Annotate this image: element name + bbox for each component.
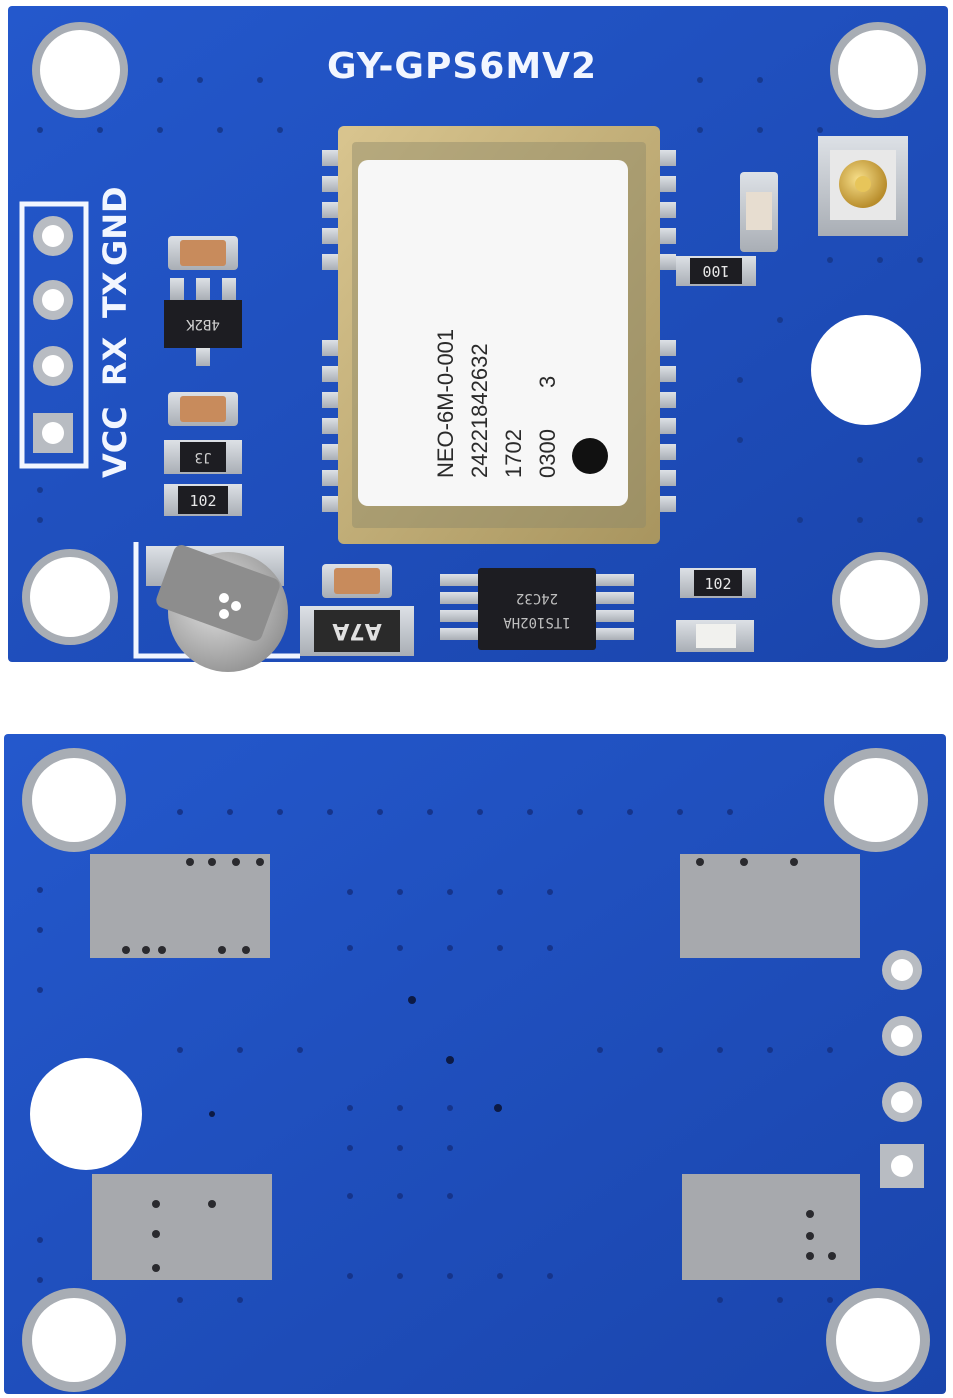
mounting-holes-back — [22, 748, 930, 1392]
large-cutout-hole-back — [30, 1058, 142, 1170]
transistor: J3 — [164, 440, 242, 474]
pin-label-tx: TX — [96, 271, 134, 318]
capacitor-mid-left — [168, 392, 238, 426]
coin-battery-icon — [133, 542, 300, 672]
back-vias — [37, 809, 833, 1303]
module-label-line4-suffix: 3 — [535, 376, 560, 388]
pin-label-gnd: GND — [96, 186, 134, 266]
pad-vias — [122, 858, 836, 1272]
module-label-line1: NEO-6M-0-001 — [433, 329, 458, 478]
pin-labels: VCC RX TX GND — [96, 186, 134, 478]
module-label-text: NEO-6M-0-001 24221842632 1702 0300 3 — [433, 329, 560, 478]
resistor-100: 100 — [676, 256, 756, 286]
mounting-holes-front — [22, 22, 928, 648]
led — [676, 620, 754, 652]
diode: A7A — [300, 606, 414, 656]
resistor-right-marking: 102 — [704, 575, 731, 593]
module-label-line2: 24221842632 — [467, 343, 492, 478]
pin-label-vcc: VCC — [96, 406, 134, 478]
module-label-line3: 1702 — [501, 429, 526, 478]
board-title: GY-GPS6MV2 — [327, 46, 597, 87]
resistor-left-marking: 102 — [189, 492, 216, 510]
pin-label-rx: RX — [96, 336, 134, 386]
capacitor-bottom — [322, 564, 392, 598]
resistor-102-left: 102 — [164, 484, 242, 516]
pcb-back — [4, 734, 946, 1394]
pin-header — [19, 201, 89, 469]
resistor-top-marking: 100 — [702, 262, 729, 280]
capacitor-top-left — [168, 236, 238, 270]
capacitor-vertical — [740, 172, 778, 252]
module-label-line4: 0300 — [535, 429, 560, 478]
voltage-regulator: 4B2K — [164, 278, 242, 366]
pin1-dot-icon — [572, 438, 608, 474]
front-vias — [37, 77, 923, 523]
pin-header-back — [880, 950, 924, 1188]
large-cutout-hole — [811, 315, 921, 425]
transistor-marking: J3 — [195, 449, 212, 465]
ground-pads — [90, 854, 860, 1280]
eeprom-marking-1: 1TS102HA — [503, 614, 571, 630]
pcb-back-substrate — [4, 734, 946, 1394]
diode-marking: A7A — [332, 618, 381, 643]
eeprom-marking-2: 24C32 — [516, 590, 558, 606]
regulator-marking: 4B2K — [186, 316, 220, 332]
ufl-connector-icon — [818, 136, 908, 236]
gps-module: NEO-6M-0-001 24221842632 1702 0300 3 — [322, 126, 676, 544]
pcb-front: GY-GPS6MV2 VCC RX TX GND — [8, 6, 948, 672]
resistor-102-right: 102 — [680, 568, 756, 598]
module-label-sticker — [358, 160, 628, 506]
eeprom-chip: 1TS102HA 24C32 — [440, 568, 634, 650]
